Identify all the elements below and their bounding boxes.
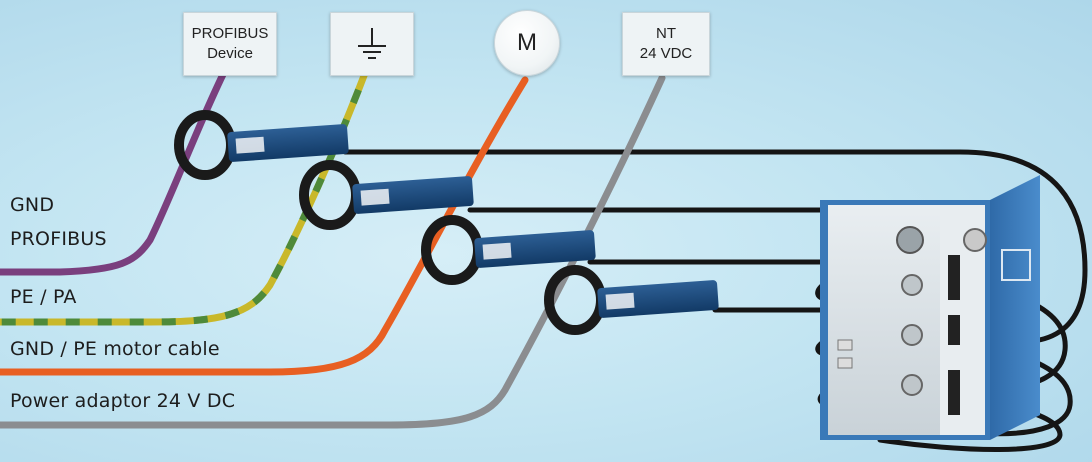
power-adaptor-cable	[0, 74, 666, 429]
label-motor-cable: GND / PE motor cable	[10, 338, 220, 360]
label-profibus: PROFIBUS	[10, 228, 107, 250]
power-supply-line2: 24 VDC	[639, 45, 693, 62]
label-pe-pa: PE / PA	[10, 286, 77, 308]
motor-symbol: M	[494, 10, 560, 76]
motor-cable	[0, 76, 529, 376]
profibus-device-box: PROFIBUS Device	[183, 12, 277, 76]
current-clamp-1	[174, 110, 349, 180]
power-supply-box: NT 24 VDC	[622, 12, 710, 76]
pe-pa-cable	[0, 56, 374, 326]
profibus-device-line1: PROFIBUS	[191, 25, 269, 42]
ground-box	[330, 12, 414, 76]
profibus-device-line2: Device	[207, 45, 253, 62]
measurement-device	[820, 175, 1040, 440]
ground-icon	[358, 28, 386, 59]
label-gnd: GND	[10, 194, 55, 216]
power-supply-line1: NT	[656, 25, 676, 42]
current-clamp-3	[421, 215, 596, 285]
label-power-adaptor: Power adaptor 24 V DC	[10, 390, 236, 412]
current-clamp-2	[299, 160, 474, 230]
motor-label: M	[517, 29, 537, 56]
current-clamp-4	[544, 265, 719, 335]
